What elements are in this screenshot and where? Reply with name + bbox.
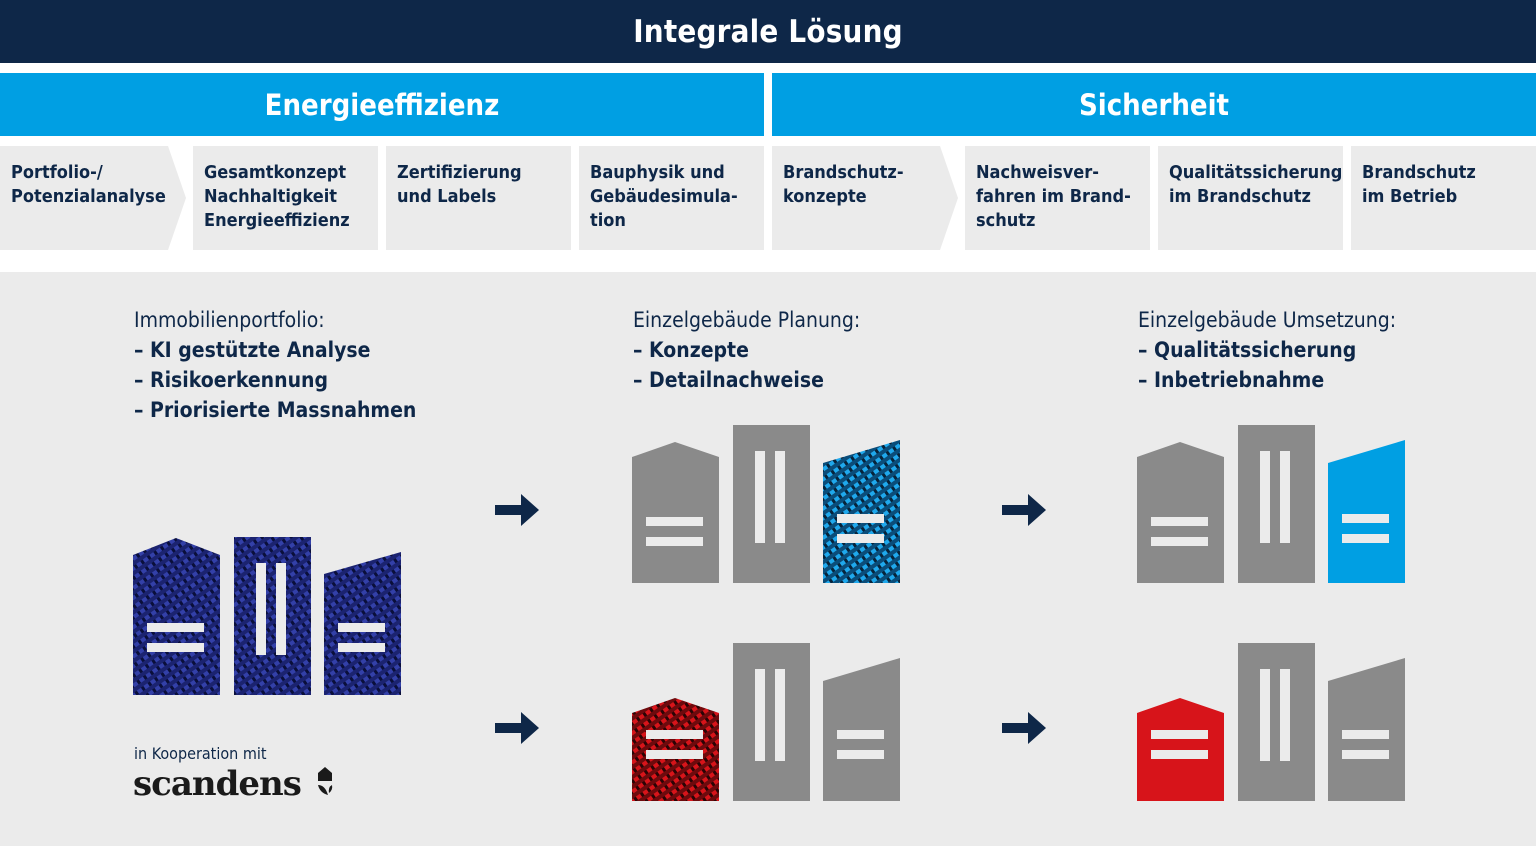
house-building xyxy=(1137,698,1224,801)
cooperation-label: in Kooperation mit xyxy=(134,744,267,763)
house-building xyxy=(133,538,220,695)
window xyxy=(837,730,884,739)
step-gesamtkonzept: Gesamtkonzept Nachhaltigkeit Energieeffi… xyxy=(193,146,378,250)
step-label: Brandschutz- konzepte xyxy=(783,162,904,207)
category-energieeffizienz: Energieeffizienz xyxy=(0,73,764,136)
phase-item: – Inbetriebnahme xyxy=(1138,368,1325,392)
slanted-building xyxy=(1328,658,1405,801)
window xyxy=(755,451,765,543)
window xyxy=(775,451,785,543)
phase-heading: Einzelgebäude Umsetzung: xyxy=(1138,308,1397,332)
title-bar: Integrale Lösung xyxy=(0,0,1536,63)
step-label: Qualitätssicherung im Brandschutz xyxy=(1169,162,1343,207)
step-label: Gesamtkonzept Nachhaltigkeit Energieeffi… xyxy=(204,162,350,231)
window xyxy=(646,537,703,546)
phase-heading: Immobilienportfolio: xyxy=(134,308,325,332)
building-group-icon xyxy=(632,643,900,801)
phase-item: – Konzepte xyxy=(633,338,749,362)
right-arrow-icon xyxy=(1002,712,1046,744)
window xyxy=(256,563,266,655)
window xyxy=(1280,451,1290,543)
window xyxy=(837,514,884,523)
right-arrow-icon xyxy=(495,712,539,744)
window xyxy=(1342,514,1389,523)
building-group-icon xyxy=(1137,643,1405,801)
tower-building xyxy=(1238,425,1315,583)
phase-item: – Risikoerkennung xyxy=(134,368,329,392)
right-arrow-icon xyxy=(495,494,539,526)
scandens-logo: scandens xyxy=(133,764,334,804)
window xyxy=(1342,750,1389,759)
window xyxy=(775,669,785,761)
tower-building xyxy=(733,425,810,583)
step-qualitaetssicherung: Qualitätssicherung im Brandschutz xyxy=(1158,146,1343,250)
window xyxy=(646,517,703,526)
category-label: Sicherheit xyxy=(1078,87,1230,122)
partner-name: scandens xyxy=(133,764,302,804)
phase-portfolio: Immobilienportfolio: – KI gestützte Anal… xyxy=(134,305,416,425)
window xyxy=(755,669,765,761)
step-label: Portfolio-/ Potenzialanalyse xyxy=(11,162,166,207)
slanted-building xyxy=(1328,440,1405,583)
window xyxy=(338,623,385,632)
phase-item: – KI gestützte Analyse xyxy=(134,338,371,362)
window xyxy=(837,534,884,543)
building-group-icon xyxy=(632,425,900,583)
window xyxy=(147,643,204,652)
phase-umsetzung: Einzelgebäude Umsetzung: – Qualitätssich… xyxy=(1138,305,1396,395)
house-building xyxy=(632,698,719,801)
step-label: Bauphysik und Gebäudesimula- tion xyxy=(590,162,738,231)
page-title: Integrale Lösung xyxy=(633,13,903,50)
window xyxy=(1342,534,1389,543)
step-label: Brandschutz im Betrieb xyxy=(1362,162,1476,207)
step-zertifizierung: Zertifizierung und Labels xyxy=(386,146,571,250)
window xyxy=(646,750,703,759)
window xyxy=(1151,517,1208,526)
category-sicherheit: Sicherheit xyxy=(772,73,1536,136)
house-building xyxy=(632,442,719,583)
scandens-logo-mark-icon xyxy=(317,767,332,795)
window xyxy=(1342,730,1389,739)
window xyxy=(276,563,286,655)
step-brandschutzkonzepte: Brandschutz- konzepte xyxy=(772,146,958,250)
slanted-building xyxy=(823,440,900,583)
window xyxy=(1151,537,1208,546)
step-label: Nachweisver- fahren im Brand- schutz xyxy=(976,162,1131,231)
window xyxy=(1260,451,1270,543)
step-label: Zertifizierung und Labels xyxy=(397,162,522,207)
window xyxy=(1151,750,1208,759)
window xyxy=(1260,669,1270,761)
step-nachweisverfahren: Nachweisver- fahren im Brand- schutz xyxy=(965,146,1150,250)
right-arrow-icon xyxy=(1002,494,1046,526)
building-group-icon xyxy=(1137,425,1405,583)
building-group-icon xyxy=(133,537,401,695)
step-brandschutz-betrieb: Brandschutz im Betrieb xyxy=(1351,146,1536,250)
phase-heading: Einzelgebäude Planung: xyxy=(633,308,861,332)
window xyxy=(1280,669,1290,761)
tower-building xyxy=(733,643,810,801)
tower-building xyxy=(1238,643,1315,801)
window xyxy=(338,643,385,652)
slanted-building xyxy=(823,658,900,801)
tower-building xyxy=(234,537,311,695)
phase-item: – Detailnachweise xyxy=(633,368,824,392)
window xyxy=(837,750,884,759)
window xyxy=(1151,730,1208,739)
phase-item: – Qualitätssicherung xyxy=(1138,338,1357,362)
phase-planung: Einzelgebäude Planung: – Konzepte – Deta… xyxy=(633,305,860,395)
window xyxy=(646,730,703,739)
house-building xyxy=(1137,442,1224,583)
category-label: Energieeffizienz xyxy=(264,87,500,122)
phase-item: – Priorisierte Massnahmen xyxy=(134,398,417,422)
step-portfolio-analyse: Portfolio-/ Potenzialanalyse xyxy=(0,146,186,250)
window xyxy=(147,623,204,632)
step-bauphysik: Bauphysik und Gebäudesimula- tion xyxy=(579,146,764,250)
